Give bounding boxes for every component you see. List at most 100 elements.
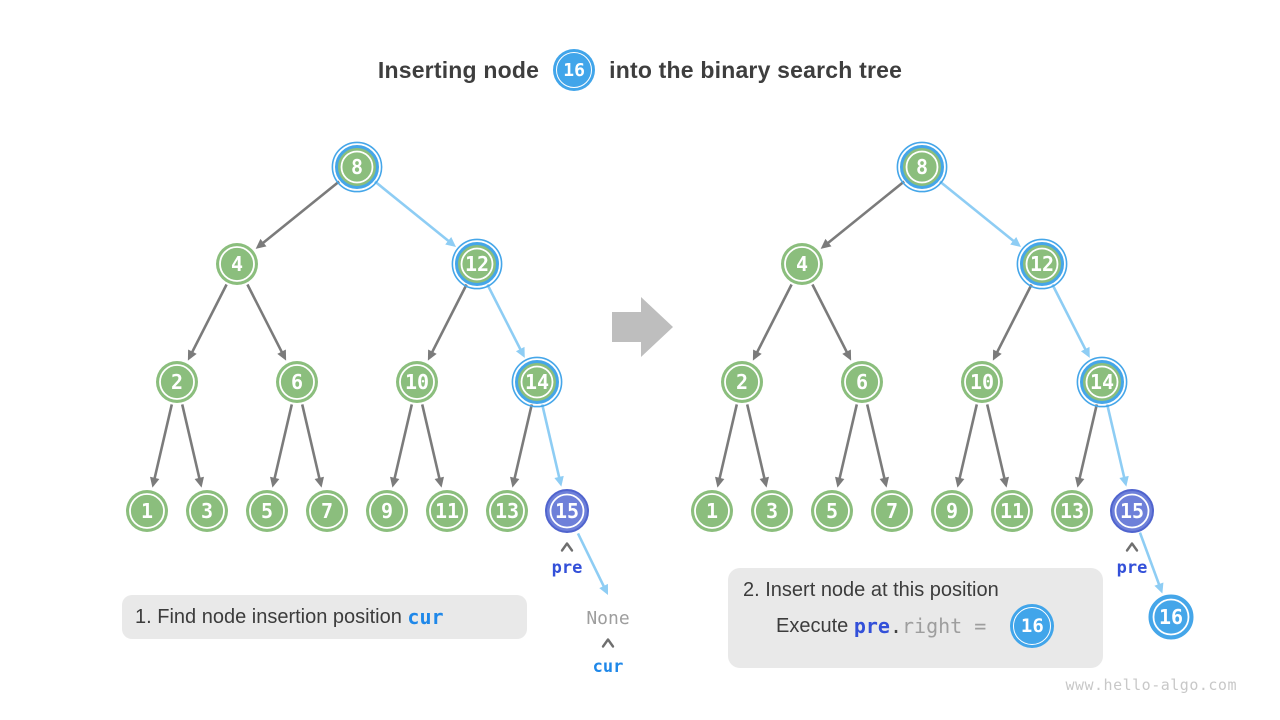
caption-step2-line2: Execute pre . right = 16 [776, 604, 1103, 648]
tree-step1-node-5-inner-ring [249, 493, 285, 529]
tree-step1-edge-12-10-line [430, 283, 468, 354]
tree-step2-node-12-value: 12 [1030, 252, 1054, 276]
tree-step1-node-3-body [186, 490, 228, 532]
tree-step1-node-3-inner-ring [189, 493, 225, 529]
tree-step1-node-14-body [515, 360, 559, 404]
tree-step2-node-16-body [1148, 594, 1194, 640]
tree-step1-node-15-value: 15 [555, 499, 579, 523]
tree-step1-node-6-value: 6 [291, 370, 303, 394]
caption-step2-dot: . [889, 614, 902, 638]
tree-step2-node-3-body [751, 490, 793, 532]
tree-step1-label-none: None [586, 608, 629, 629]
tree-step1-edge-4-6-head [277, 349, 287, 361]
tree-step1-node-1-inner-ring [129, 493, 165, 529]
figure-title: Inserting node 16 into the binary search… [0, 49, 1280, 91]
tree-step1-edge-12-14-line [486, 283, 522, 351]
tree-step2-node-11: 11 [991, 490, 1033, 532]
tree-step1-edge-8-12-line [374, 180, 450, 243]
tree-step1-node-7-body [306, 490, 348, 532]
tree-step1-node-13-body [486, 490, 528, 532]
caption-step2-prefix: Execute [776, 614, 854, 637]
tree-step1-edge-4-2-line [190, 283, 228, 354]
tree-step1-node-2-value: 2 [171, 370, 183, 394]
tree-step2-edge-6-7-line [865, 404, 886, 480]
tree-step2-edge-10-11-line [985, 404, 1006, 480]
tree-step1-node-8-outer-ring [331, 141, 383, 193]
tree-step2-node-11-value: 11 [1000, 499, 1024, 523]
tree-step1-edge-14-15-head [554, 475, 564, 487]
tree-step1-null-arrow-line [576, 532, 606, 588]
tree-step2-node-7-value: 7 [886, 499, 898, 523]
tree-step2-node-6-value: 6 [856, 370, 868, 394]
tree-step1-node-4-value: 4 [231, 252, 243, 276]
step-transition-arrow [612, 297, 673, 357]
tree-step2-node-9-body [931, 490, 973, 532]
tree-step2-node-14-body [1080, 360, 1124, 404]
tree-step1-node-8-value: 8 [351, 155, 363, 179]
tree-step2-edge-2-1-line [718, 404, 739, 480]
tree-step1-node-12-body [455, 242, 499, 286]
tree-step2-node-5: 5 [811, 490, 853, 532]
tree-step2-edge-10-9-line [958, 404, 979, 480]
caption-step2-equals: = [962, 614, 999, 638]
tree-step2-edge-14-15-line [1105, 404, 1126, 479]
tree-step1-pointer-label-pre: pre [552, 558, 583, 578]
tree-step2-node-12: 12 [1016, 238, 1068, 290]
tree-step2-edge-4-2-head [752, 349, 762, 361]
tree-step2-edge-4-6-head [842, 349, 852, 361]
caption-step1: 1. Find node insertion position cur [122, 595, 527, 639]
caption-step2-line1: 2. Insert node at this position [743, 579, 999, 601]
tree-step2-edge-14-13-line [1078, 404, 1099, 480]
tree-step1-edge-4-6-line [246, 283, 284, 354]
tree-step1-node-13-value: 13 [495, 499, 519, 523]
tree-step2-node-15-inner-ring [1114, 493, 1150, 529]
tree-step2-edge-2-3-line [745, 404, 766, 480]
tree-step2-node-14-inner-ring [1085, 365, 1119, 399]
tree-step2-node-16: 16 [1148, 594, 1194, 640]
tree-step2-node-6-inner-ring [844, 364, 880, 400]
tree-step2-node-15-value: 15 [1120, 499, 1144, 523]
caption-step1-cur-code: cur [407, 605, 444, 629]
tree-step2-node-3: 3 [751, 490, 793, 532]
tree-step1-node-12-inner-ring [460, 247, 494, 281]
tree-step1-node-8-inner-ring [340, 150, 374, 184]
tree-step2-pointer-label-pre: pre [1117, 558, 1148, 578]
tree-step2-edge-2-3-head [759, 476, 769, 488]
tree-step2-node-4-body [781, 243, 823, 285]
tree-step2-edge-12-14-line [1051, 283, 1087, 351]
tree-step1-node-8-body [335, 145, 379, 189]
tree-step1-node-9-value: 9 [381, 499, 393, 523]
tree-step2-node-13: 13 [1051, 490, 1093, 532]
tree-step2-edge-12-10-head [992, 349, 1002, 361]
tree-step2-node-9-value: 9 [946, 499, 958, 523]
caption-step1-text: 1. Find node insertion position [135, 605, 408, 628]
tree-step1-node-14-value: 14 [525, 370, 549, 394]
tree-step1-node-12-value: 12 [465, 252, 489, 276]
tree-step1-node-15-inner-ring [549, 493, 585, 529]
tree-step1-node-7-inner-ring [309, 493, 345, 529]
tree-step2-node-3-value: 3 [766, 499, 778, 523]
caption-step2-right-code: right [902, 614, 963, 638]
tree-step2-node-1-value: 1 [706, 499, 718, 523]
tree-step2-edge-8-4-head [820, 238, 832, 249]
tree-step1-node-9: 9 [366, 490, 408, 532]
tree-step2-edge-6-5-line [838, 404, 859, 480]
tree-step1-edge-10-9-line [393, 404, 414, 480]
tree-step1-node-1-body [126, 490, 168, 532]
tree-step2-node-2: 2 [721, 361, 763, 403]
tree-step2-node-8-value: 8 [916, 155, 928, 179]
tree-step1-annotation-caret-2 [601, 638, 615, 648]
tree-step2-node-2-value: 2 [736, 370, 748, 394]
tree-step1-node-2-inner-ring [159, 364, 195, 400]
caption-step2: 2. Insert node at this position Execute … [728, 568, 1103, 668]
tree-step2-node-13-body [1051, 490, 1093, 532]
tree-step2-node-1-body [691, 490, 733, 532]
tree-step1-node-11-value: 11 [435, 499, 459, 523]
tree-step1-node-5-value: 5 [261, 499, 273, 523]
tree-step1-null-arrow-head [599, 583, 608, 595]
tree-step1-edge-6-7-head [314, 476, 324, 488]
tree-step2-edge-14-15-head [1119, 475, 1129, 487]
